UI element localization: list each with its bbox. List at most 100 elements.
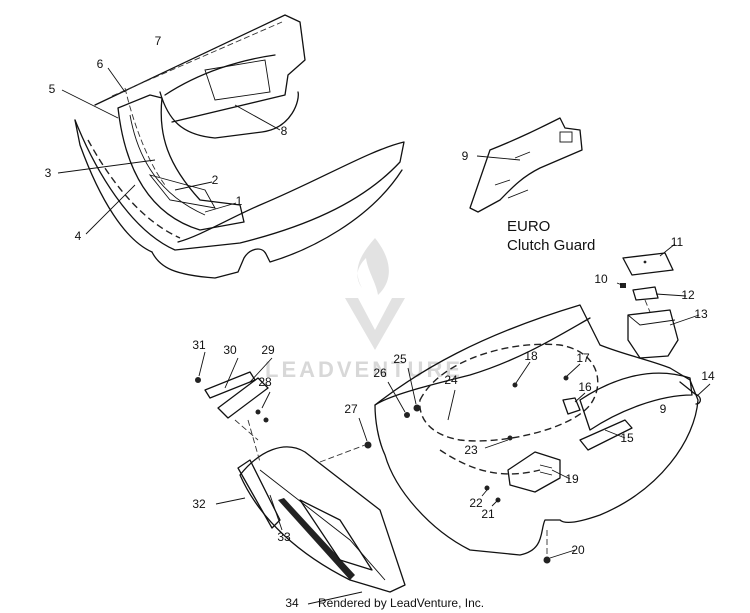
callout-12: 12 xyxy=(681,288,695,302)
leader-3 xyxy=(57,159,156,174)
euro-clutch-guard: EURO Clutch Guard xyxy=(469,117,595,254)
cowl-top-edge xyxy=(374,317,591,406)
callout-29: 29 xyxy=(261,343,275,357)
instrument-panel-window xyxy=(204,59,271,101)
pod-outline xyxy=(239,446,406,593)
windshield-dashed-edge xyxy=(111,21,283,97)
instrument-panel xyxy=(159,91,299,139)
callout-7: 7 xyxy=(155,34,162,48)
callout-numbers: 1234567891011121314915161718192021222324… xyxy=(45,34,715,610)
footer-credit: Rendered by LeadVenture, Inc. xyxy=(318,596,485,610)
watermark-text: LEADVENTURE xyxy=(265,357,463,382)
leader-29 xyxy=(249,357,273,383)
callout-13: 13 xyxy=(694,307,708,321)
leader-8 xyxy=(234,104,281,131)
cowl-side-slot xyxy=(579,419,633,451)
leader-14 xyxy=(696,383,711,397)
callout-28: 28 xyxy=(258,375,272,389)
hood-lower-rim xyxy=(74,119,405,251)
windshield-inner-edge xyxy=(164,54,276,96)
leader-5 xyxy=(61,89,119,119)
hinge-bracket xyxy=(507,451,561,493)
screw-23 xyxy=(507,435,513,441)
callout-32: 32 xyxy=(192,497,206,511)
callout-22: 22 xyxy=(469,496,483,510)
rivet-20 xyxy=(543,556,551,564)
leader-34 xyxy=(307,591,363,605)
leader-25 xyxy=(407,367,417,405)
leader-19 xyxy=(551,469,571,480)
switch-plate-dots xyxy=(643,260,647,264)
leader-10 xyxy=(616,282,623,286)
hood-outer-left xyxy=(74,119,153,253)
callout-2: 2 xyxy=(212,173,219,187)
hinge-29 xyxy=(217,377,269,419)
switch-box-top xyxy=(627,314,676,326)
callout-20: 20 xyxy=(571,543,585,557)
callout-30: 30 xyxy=(223,343,237,357)
leader-32 xyxy=(215,497,246,505)
hood-assembly xyxy=(74,14,405,279)
hood-inner-trough xyxy=(87,139,181,239)
callout-24: 24 xyxy=(444,373,458,387)
latch-16 xyxy=(562,397,581,415)
callout-6: 6 xyxy=(97,57,104,71)
leader-22 xyxy=(481,489,488,497)
leader-9-upper xyxy=(476,155,521,161)
switch-box-guide xyxy=(644,299,651,313)
clutch-guard-tab xyxy=(559,131,573,143)
leader-23 xyxy=(484,439,509,449)
callout-4: 4 xyxy=(75,229,82,243)
euro-label-line1: EURO xyxy=(507,218,550,235)
grommet-25 xyxy=(413,404,421,412)
callout-3: 3 xyxy=(45,166,52,180)
callout-19: 19 xyxy=(565,472,579,486)
pod-grille-shading xyxy=(278,498,355,580)
leader-24 xyxy=(447,389,456,421)
leader-30 xyxy=(224,357,239,389)
switch-box xyxy=(627,309,679,359)
leadventure-watermark: LEADVENTURE xyxy=(265,238,463,382)
hood-front-skirt xyxy=(151,169,403,279)
callout-10: 10 xyxy=(594,272,608,286)
screw-18 xyxy=(512,382,518,388)
callout-21: 21 xyxy=(481,507,495,521)
clutch-guard-outline xyxy=(469,117,583,213)
screw-10 xyxy=(620,283,626,288)
screw-22 xyxy=(484,485,490,491)
rubber-pad xyxy=(632,286,659,301)
console-small-parts xyxy=(620,252,679,359)
bezel-inner-line xyxy=(129,114,206,216)
callout-31: 31 xyxy=(192,338,206,352)
callout-27: 27 xyxy=(344,402,358,416)
cowl-side-panel xyxy=(579,372,693,431)
leader-17 xyxy=(566,363,581,377)
cowl-outline xyxy=(374,304,699,556)
callout-18: 18 xyxy=(524,349,538,363)
nut-27 xyxy=(364,441,372,449)
watermark-flame-logo xyxy=(357,238,389,295)
screw-17 xyxy=(563,375,569,381)
callout-23: 23 xyxy=(464,443,478,457)
pod-to-cowl-guide xyxy=(319,444,366,463)
callout-17: 17 xyxy=(576,351,590,365)
leader-4 xyxy=(85,184,136,235)
callout-8: 8 xyxy=(281,124,288,138)
hood-inner-dashed-upper xyxy=(124,87,166,186)
callout-1: 1 xyxy=(236,194,243,208)
leader-12 xyxy=(655,293,687,297)
leader-27 xyxy=(358,417,368,442)
leader-18 xyxy=(515,361,531,384)
leader-31 xyxy=(198,351,206,377)
hinge-bracket-holes xyxy=(539,464,553,476)
leader-28 xyxy=(261,391,271,409)
hinge-guide xyxy=(234,419,259,441)
leader-20 xyxy=(549,549,576,559)
windshield-panel xyxy=(94,14,306,123)
leader-33 xyxy=(269,494,283,531)
callout-34: 34 xyxy=(285,596,299,610)
lower-cowl xyxy=(364,304,702,564)
leader-11 xyxy=(659,243,676,257)
callout-11: 11 xyxy=(671,235,684,249)
